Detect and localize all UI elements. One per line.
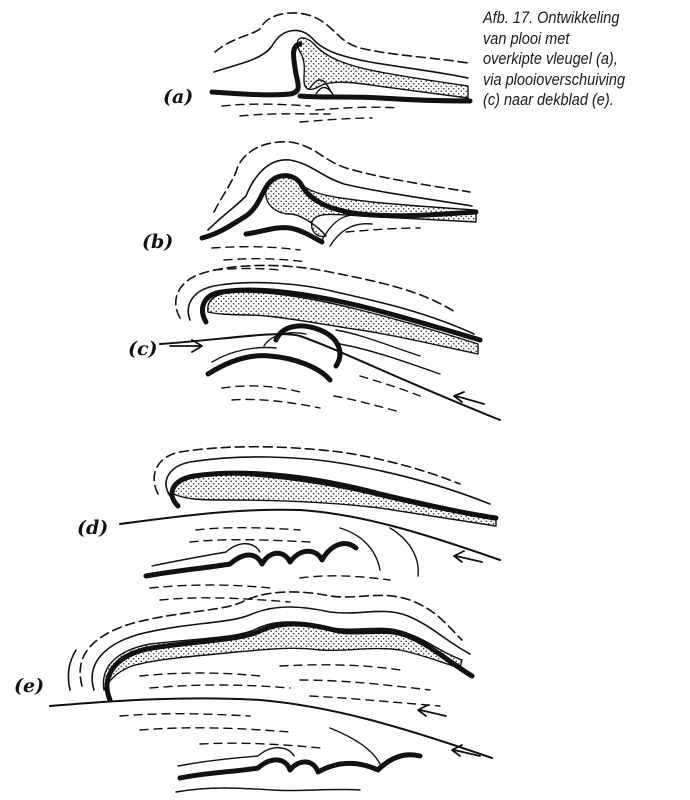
- thick-bed: [300, 96, 470, 101]
- dashed-strata: [120, 714, 250, 716]
- dashed-strata: [150, 585, 270, 588]
- panel-d: (d): [77, 447, 500, 602]
- dashed-strata: [150, 685, 290, 688]
- dashed-strata: [140, 728, 290, 732]
- panel-label-b: (b): [142, 231, 173, 253]
- dashed-strata: [140, 673, 260, 676]
- panel-label-c: (c): [128, 338, 158, 360]
- dashed-strata: [232, 399, 320, 408]
- dashed-strata: [334, 396, 400, 412]
- panel-label-d: (d): [77, 517, 108, 539]
- folded-bed: [176, 788, 360, 792]
- panel-label-a: (a): [163, 86, 193, 108]
- folded-bed: [390, 528, 418, 576]
- panel-label-e: (e): [14, 675, 44, 697]
- dashed-strata: [346, 228, 420, 232]
- folded-bed: [330, 728, 380, 764]
- panel-b: (b): [142, 142, 476, 270]
- dashed-strata: [222, 386, 300, 392]
- dashed-strata: [200, 743, 320, 748]
- folded-bed: [146, 544, 356, 576]
- dashed-strata: [300, 680, 430, 690]
- dashed-strata: [224, 259, 306, 262]
- dashed-strata: [190, 540, 310, 542]
- dashed-strata: [240, 114, 330, 116]
- dashed-strata: [310, 696, 440, 706]
- dashed-strata: [222, 104, 310, 106]
- dashed-strata: [196, 528, 300, 530]
- thick-bed: [246, 228, 322, 242]
- dashed-strata: [300, 118, 372, 122]
- folded-bed: [340, 528, 380, 570]
- thick-bed: [212, 44, 300, 95]
- movement-arrow: [418, 705, 446, 716]
- panel-e: (e): [14, 592, 492, 792]
- fold-core: [322, 215, 360, 240]
- fold-core: [330, 224, 372, 246]
- stippled-band: [103, 622, 462, 690]
- dashed-strata: [212, 247, 300, 250]
- panel-a: (a): [163, 13, 470, 122]
- panel-c: (c): [128, 265, 500, 420]
- fold-core: [208, 356, 330, 380]
- folded-bed: [180, 755, 420, 778]
- dashed-strata: [214, 269, 280, 271]
- dashed-strata: [160, 598, 290, 602]
- dashed-strata: [316, 107, 398, 110]
- dashed-strata: [280, 665, 400, 670]
- dashed-strata: [360, 376, 420, 396]
- thin-layer: [68, 650, 76, 690]
- dashed-strata: [300, 576, 390, 580]
- folded-bed: [178, 748, 294, 766]
